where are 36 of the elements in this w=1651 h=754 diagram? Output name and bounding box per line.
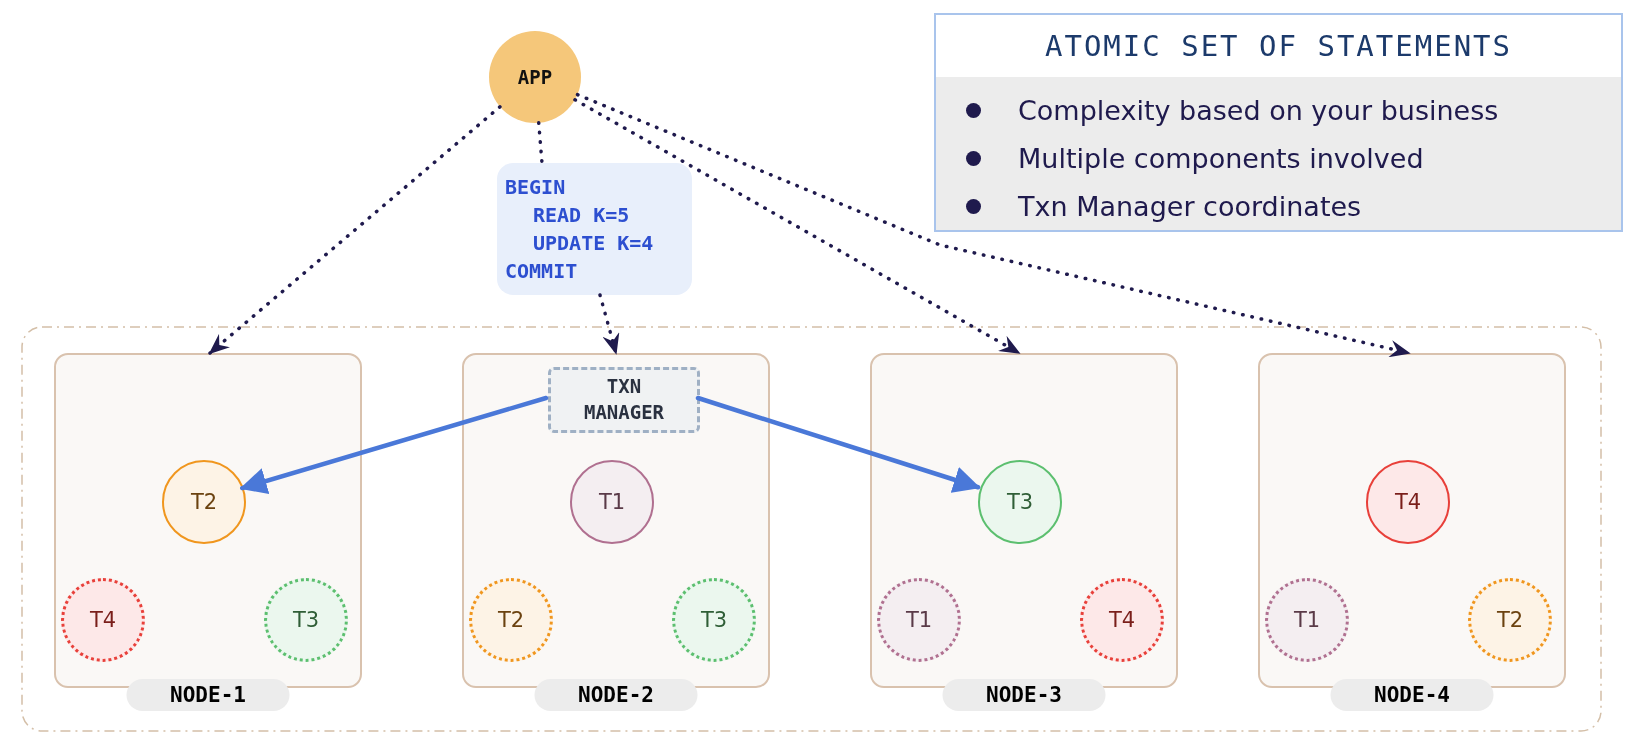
bullet-text: Complexity based on your business xyxy=(1018,94,1499,126)
panel-title: ATOMIC SET OF STATEMENTS xyxy=(936,15,1621,77)
replica-circle: T3 xyxy=(672,578,756,662)
node-label: NODE-1 xyxy=(126,679,290,711)
manager-label: TXN MANAGER xyxy=(583,374,665,425)
node-label: NODE-4 xyxy=(1330,679,1494,711)
code-line: READ K=5 xyxy=(532,202,631,229)
replica-circle: T4 xyxy=(61,578,145,662)
replica-circle: T1 xyxy=(877,578,961,662)
code-line: COMMIT xyxy=(505,258,579,285)
bullet-text: Multiple components involved xyxy=(1018,142,1424,174)
node-label: NODE-3 xyxy=(942,679,1106,711)
bullet-text: Txn Manager coordinates xyxy=(1018,190,1362,222)
manager-box xyxy=(548,367,700,433)
replica-circle: T4 xyxy=(1080,578,1164,662)
arrow xyxy=(239,395,549,495)
info-panel xyxy=(934,13,1623,232)
code-line: UPDATE K=4 xyxy=(532,230,655,257)
arrow xyxy=(695,395,981,493)
replica-circle: T2 xyxy=(1468,578,1552,662)
transaction-circle: T4 xyxy=(1366,460,1450,544)
arrow xyxy=(575,92,1411,358)
app-circle: APP xyxy=(489,31,581,123)
arrow xyxy=(208,105,502,355)
replica-circle: T3 xyxy=(264,578,348,662)
transaction-circle: T2 xyxy=(162,460,246,544)
code-line: BEGIN xyxy=(505,174,567,201)
cluster-boundary xyxy=(21,326,1602,732)
transaction-circle: T3 xyxy=(978,460,1062,544)
replica-circle: T2 xyxy=(469,578,553,662)
replica-circle: T1 xyxy=(1265,578,1349,662)
arrow xyxy=(573,98,1021,355)
arrow xyxy=(598,293,620,355)
transaction-circle: T1 xyxy=(570,460,654,544)
node-label: NODE-2 xyxy=(534,679,698,711)
code-block xyxy=(497,163,692,295)
